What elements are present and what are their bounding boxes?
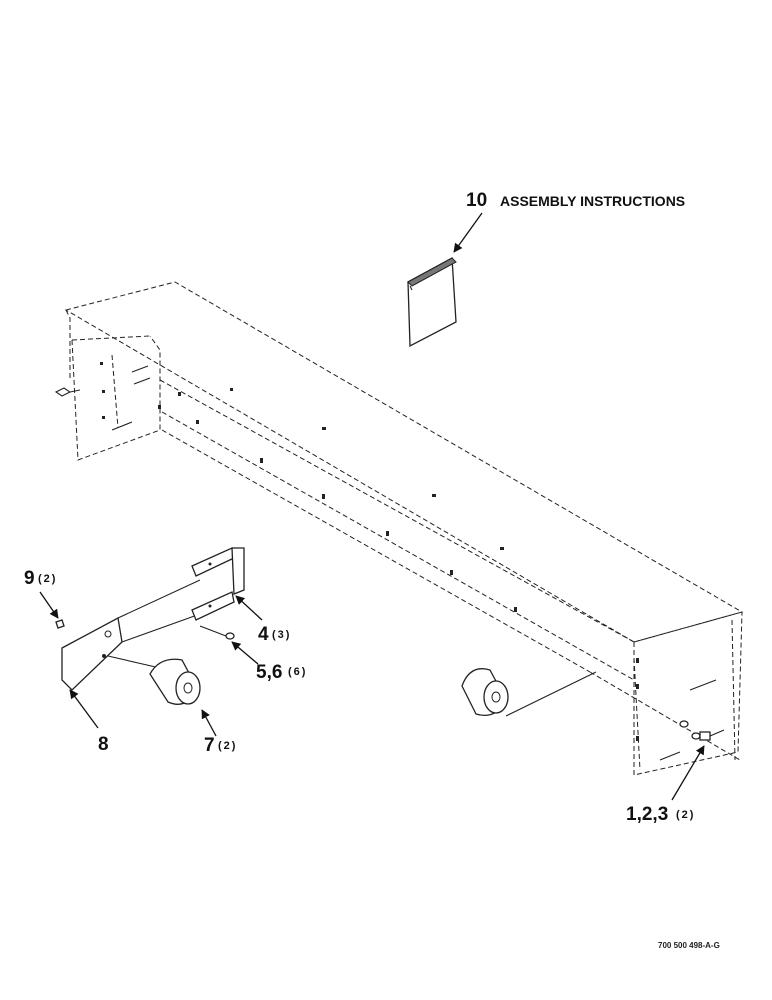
roller-installed (461, 668, 597, 717)
callout-7-qty: (2) (218, 740, 237, 752)
callout-8-number: 8 (98, 734, 109, 755)
drawing-code: 700 500 498-A-G (658, 941, 720, 950)
roller-front (149, 658, 201, 705)
screw (55, 619, 65, 629)
callout-10-text: ASSEMBLY INSTRUCTIONS (500, 193, 685, 209)
callout-7: 7 (2) (204, 735, 237, 756)
callout-5-6: 5,6 (6) (256, 662, 307, 683)
callout-10: 10 ASSEMBLY INSTRUCTIONS (466, 190, 685, 211)
callout-5-6-qty: (6) (288, 666, 307, 678)
assembly-instructions-booklet (407, 256, 457, 348)
callout-5-6-number: 5,6 (256, 662, 282, 683)
callout-10-number: 10 (466, 190, 487, 211)
carriage-bolt (199, 625, 235, 640)
bolt-washer-nut (679, 720, 725, 741)
leader-lines (39, 212, 705, 801)
callout-1-2-3-number: 1,2,3 (626, 804, 668, 825)
callout-4: 4 (3) (258, 624, 291, 645)
angle-brackets (191, 547, 245, 621)
callout-4-qty: (3) (272, 629, 291, 641)
callout-8: 8 (98, 734, 109, 755)
callout-1-2-3: 1,2,3 (2) (626, 804, 695, 825)
callout-4-number: 4 (258, 624, 269, 645)
callout-7-number: 7 (204, 735, 215, 756)
callout-9-qty: (2) (38, 573, 57, 585)
callout-9-number: 9 (24, 568, 35, 589)
cover-plate (61, 579, 201, 691)
channel-frame (54, 281, 744, 776)
callout-1-2-3-qty: (2) (676, 809, 695, 821)
callout-9: 9 (2) (24, 568, 57, 589)
